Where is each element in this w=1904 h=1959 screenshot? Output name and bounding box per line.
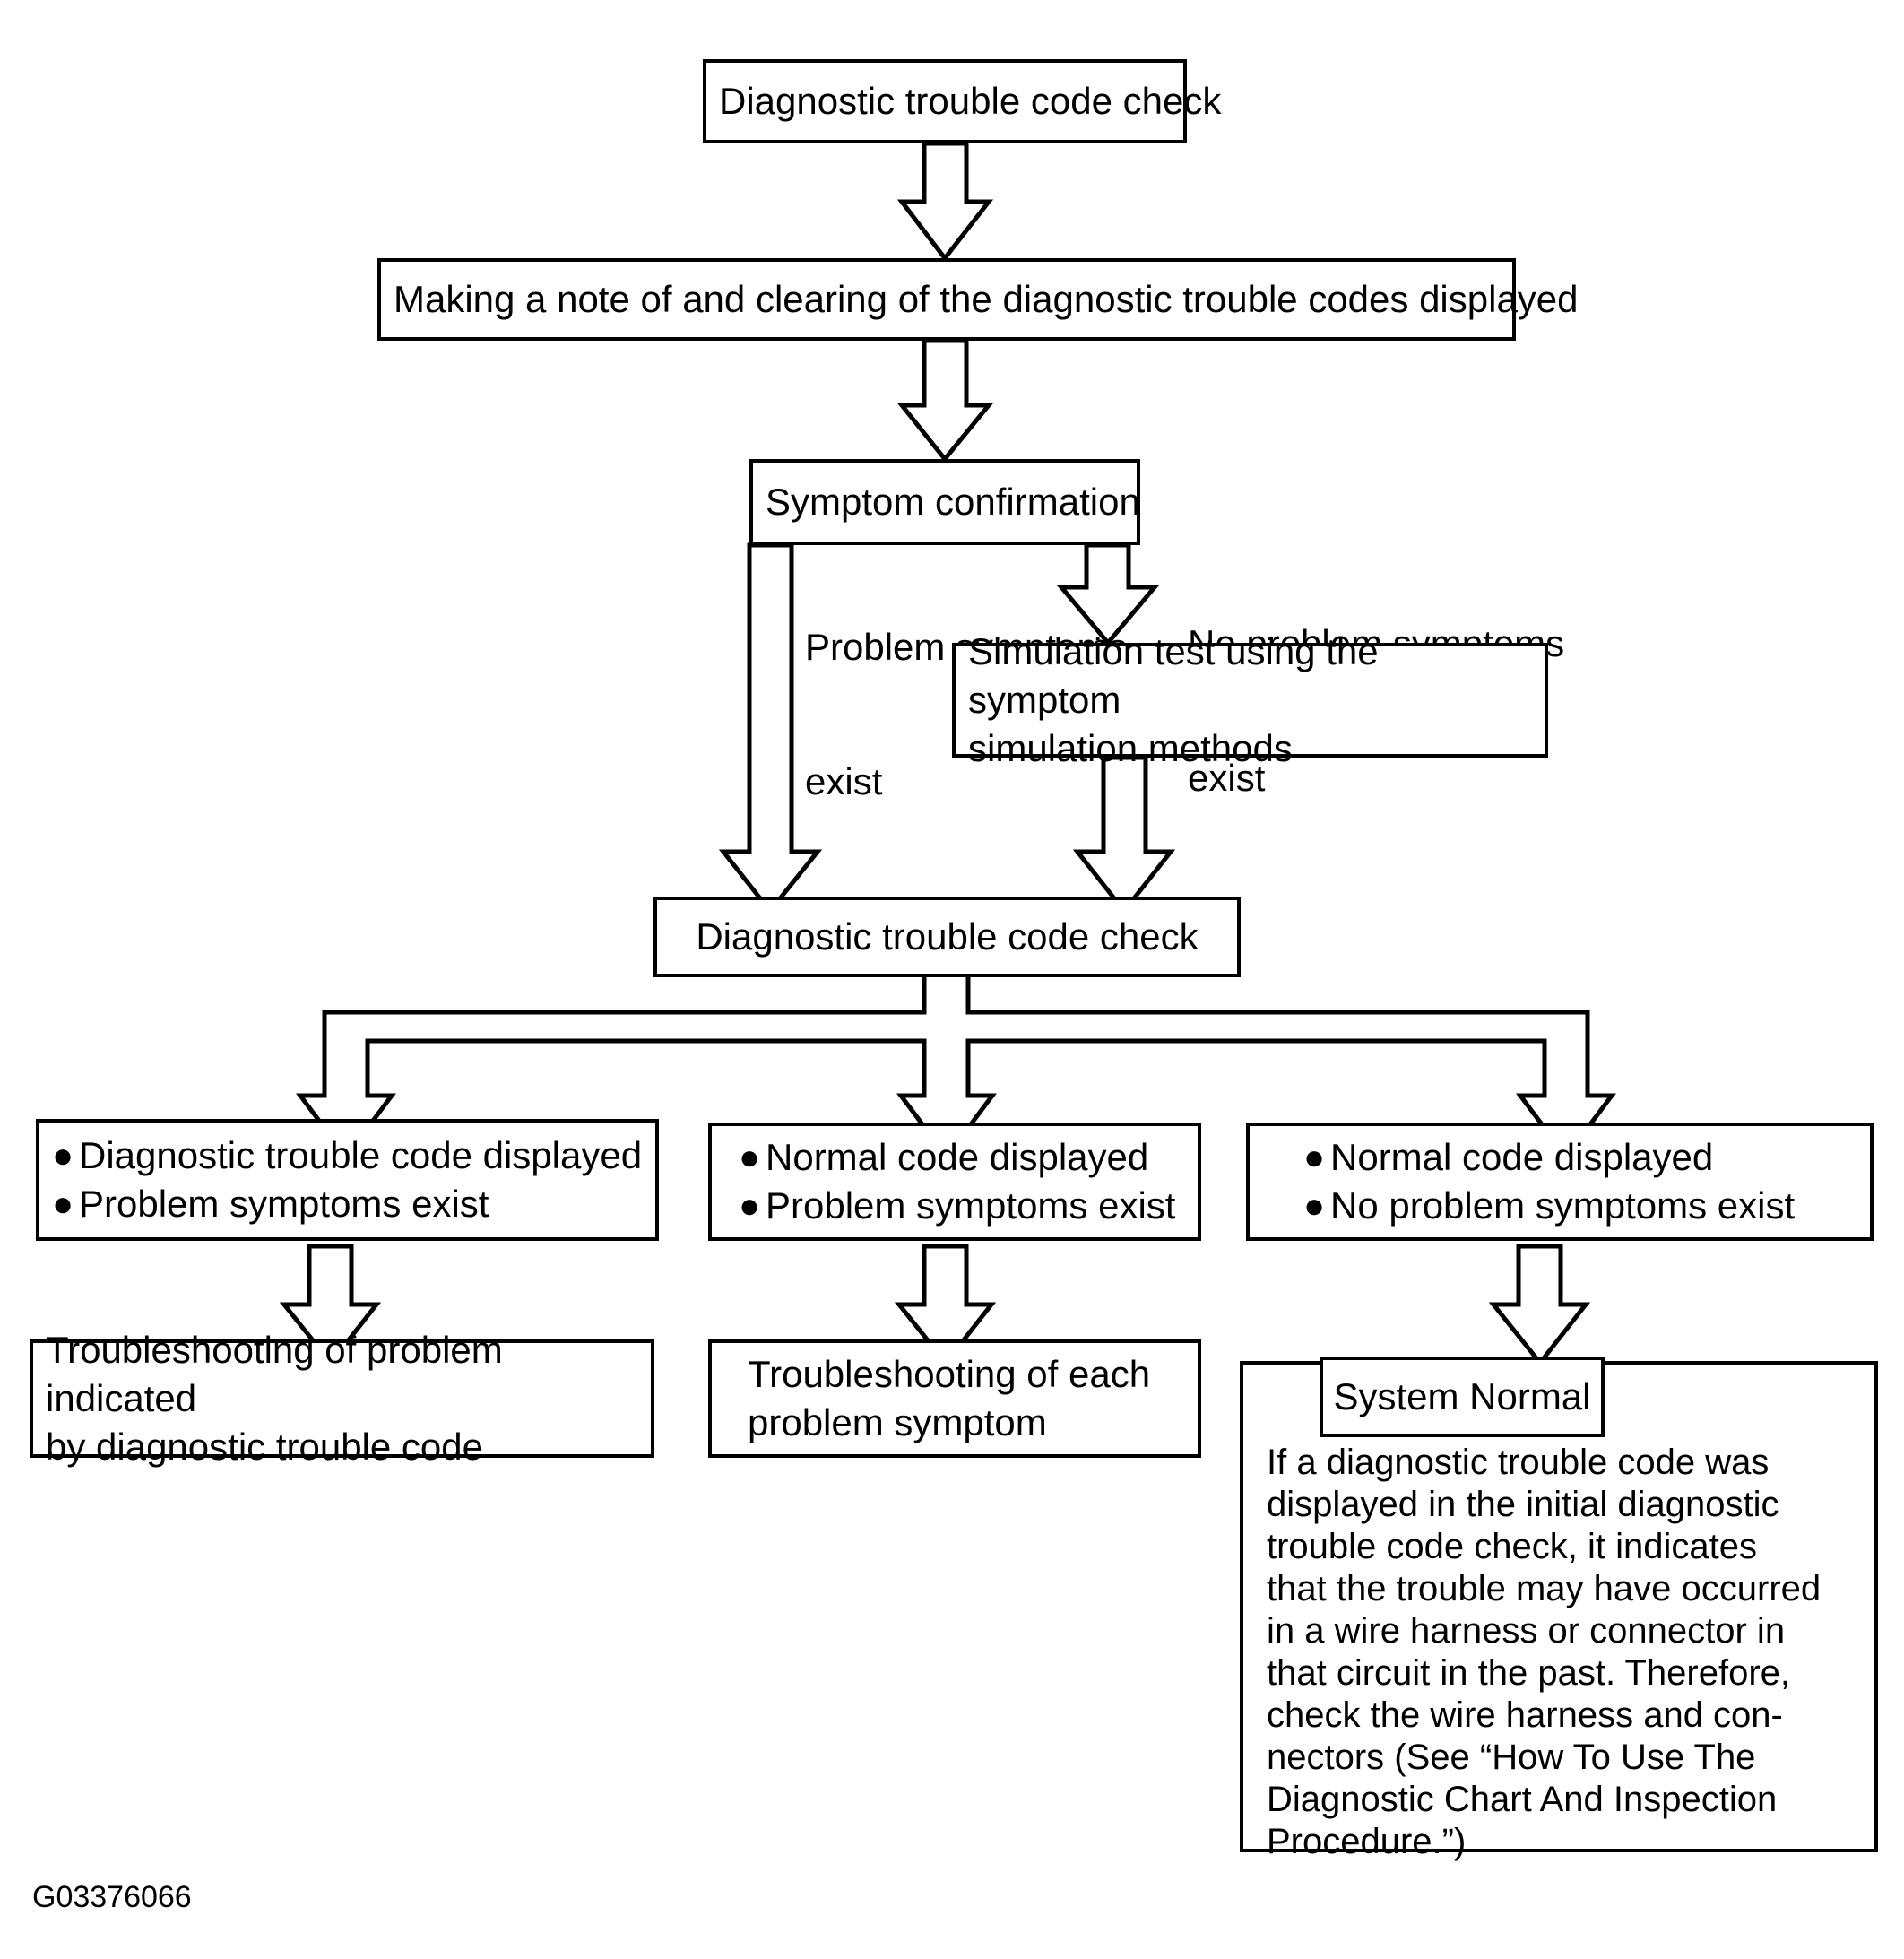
result-left-bullet-1: ● Diagnostic trouble code displayed: [52, 1131, 643, 1180]
node-result-right: ● Normal code displayed ● No problem sym…: [1246, 1123, 1874, 1241]
node-simulation-test-line2: simulation methods: [968, 727, 1293, 769]
node-result-left: ● Diagnostic trouble code displayed ● Pr…: [36, 1119, 659, 1241]
branch-label-right-line2: exist: [1188, 757, 1266, 799]
note-line-6: that circuit in the past. Therefore,: [1267, 1653, 1791, 1693]
result-left-bullet-2: ● Problem symptoms exist: [52, 1180, 643, 1228]
arrow-top-to-note: [896, 141, 994, 263]
branch-label-left-line2: exist: [805, 760, 883, 802]
node-action-left-line1: Troubleshooting of problem indicated: [46, 1329, 503, 1419]
figure-id-code: G03376066: [32, 1880, 192, 1914]
node-system-normal: System Normal: [1320, 1357, 1605, 1437]
note-line-9: Diagnostic Chart And Inspection: [1267, 1780, 1778, 1819]
node-dtc-check-top-label: Diagnostic trouble code check: [719, 80, 1222, 122]
node-simulation-test: Simulation test using the symptom simula…: [952, 630, 1548, 769]
node-dtc-check-top: Diagnostic trouble code check: [703, 59, 1221, 143]
note-line-10: Procedure.”): [1267, 1822, 1467, 1861]
branch-label-problem-symptoms-exist: Problem symptoms exist: [805, 535, 1127, 894]
node-dtc-check-second-label: Diagnostic trouble code check: [696, 915, 1199, 958]
result-right-bullet-1: ● Normal code displayed: [1303, 1133, 1857, 1182]
result-right-bullet-2: ● No problem symptoms exist: [1303, 1182, 1857, 1230]
result-middle-bullet-2: ● Problem symptoms exist: [739, 1182, 1185, 1230]
note-line-4: that the trouble may have occurred: [1267, 1569, 1822, 1608]
bullet-dot-icon: ●: [52, 1136, 74, 1175]
node-symptom-confirmation: Symptom confirmation: [749, 459, 1140, 545]
node-making-note-label: Making a note of and clearing of the dia…: [394, 278, 1579, 320]
node-action-left: Troubleshooting of problem indicated by …: [30, 1329, 654, 1468]
note-line-3: trouble code check, it indicates: [1267, 1527, 1757, 1566]
node-action-left-line2: by diagnostic trouble code: [46, 1426, 483, 1468]
node-making-note: Making a note of and clearing of the dia…: [377, 258, 1579, 341]
bullet-dot-icon: ●: [52, 1184, 74, 1224]
note-line-5: in a wire harness or connector in: [1267, 1611, 1786, 1651]
note-line-7: check the wire harness and con-: [1267, 1695, 1783, 1735]
note-line-1: If a diagnostic trouble code was: [1267, 1443, 1770, 1482]
node-result-middle: ● Normal code displayed ● Problem sympto…: [708, 1123, 1201, 1241]
node-action-middle-line2: problem symptom: [748, 1401, 1047, 1443]
node-action-middle: Troubleshooting of each problem symptom: [708, 1339, 1201, 1458]
node-simulation-test-line1: Simulation test using the symptom: [968, 630, 1379, 721]
note-line-2: displayed in the initial diagnostic: [1267, 1485, 1779, 1524]
node-system-normal-label: System Normal: [1333, 1375, 1591, 1417]
note-body: If a diagnostic trouble code was display…: [1243, 1365, 1874, 1876]
bullet-dot-icon: ●: [1303, 1138, 1326, 1177]
node-dtc-check-second: Diagnostic trouble code check: [653, 897, 1241, 977]
bullet-dot-icon: ●: [1303, 1186, 1326, 1226]
node-action-middle-line1: Troubleshooting of each: [748, 1353, 1151, 1395]
arrow-right-result-to-system-normal: [1488, 1244, 1591, 1367]
bullet-dot-icon: ●: [739, 1138, 761, 1177]
bullet-dot-icon: ●: [739, 1186, 761, 1226]
arrow-note-to-symptom: [896, 338, 994, 463]
arrow-problem-symptoms-exist: [718, 542, 823, 915]
note-line-8: nectors (See “How To Use The: [1267, 1738, 1756, 1777]
node-symptom-confirmation-label: Symptom confirmation: [766, 481, 1140, 523]
result-middle-bullet-1: ● Normal code displayed: [739, 1133, 1185, 1182]
node-system-normal-note: If a diagnostic trouble code was display…: [1240, 1361, 1878, 1861]
